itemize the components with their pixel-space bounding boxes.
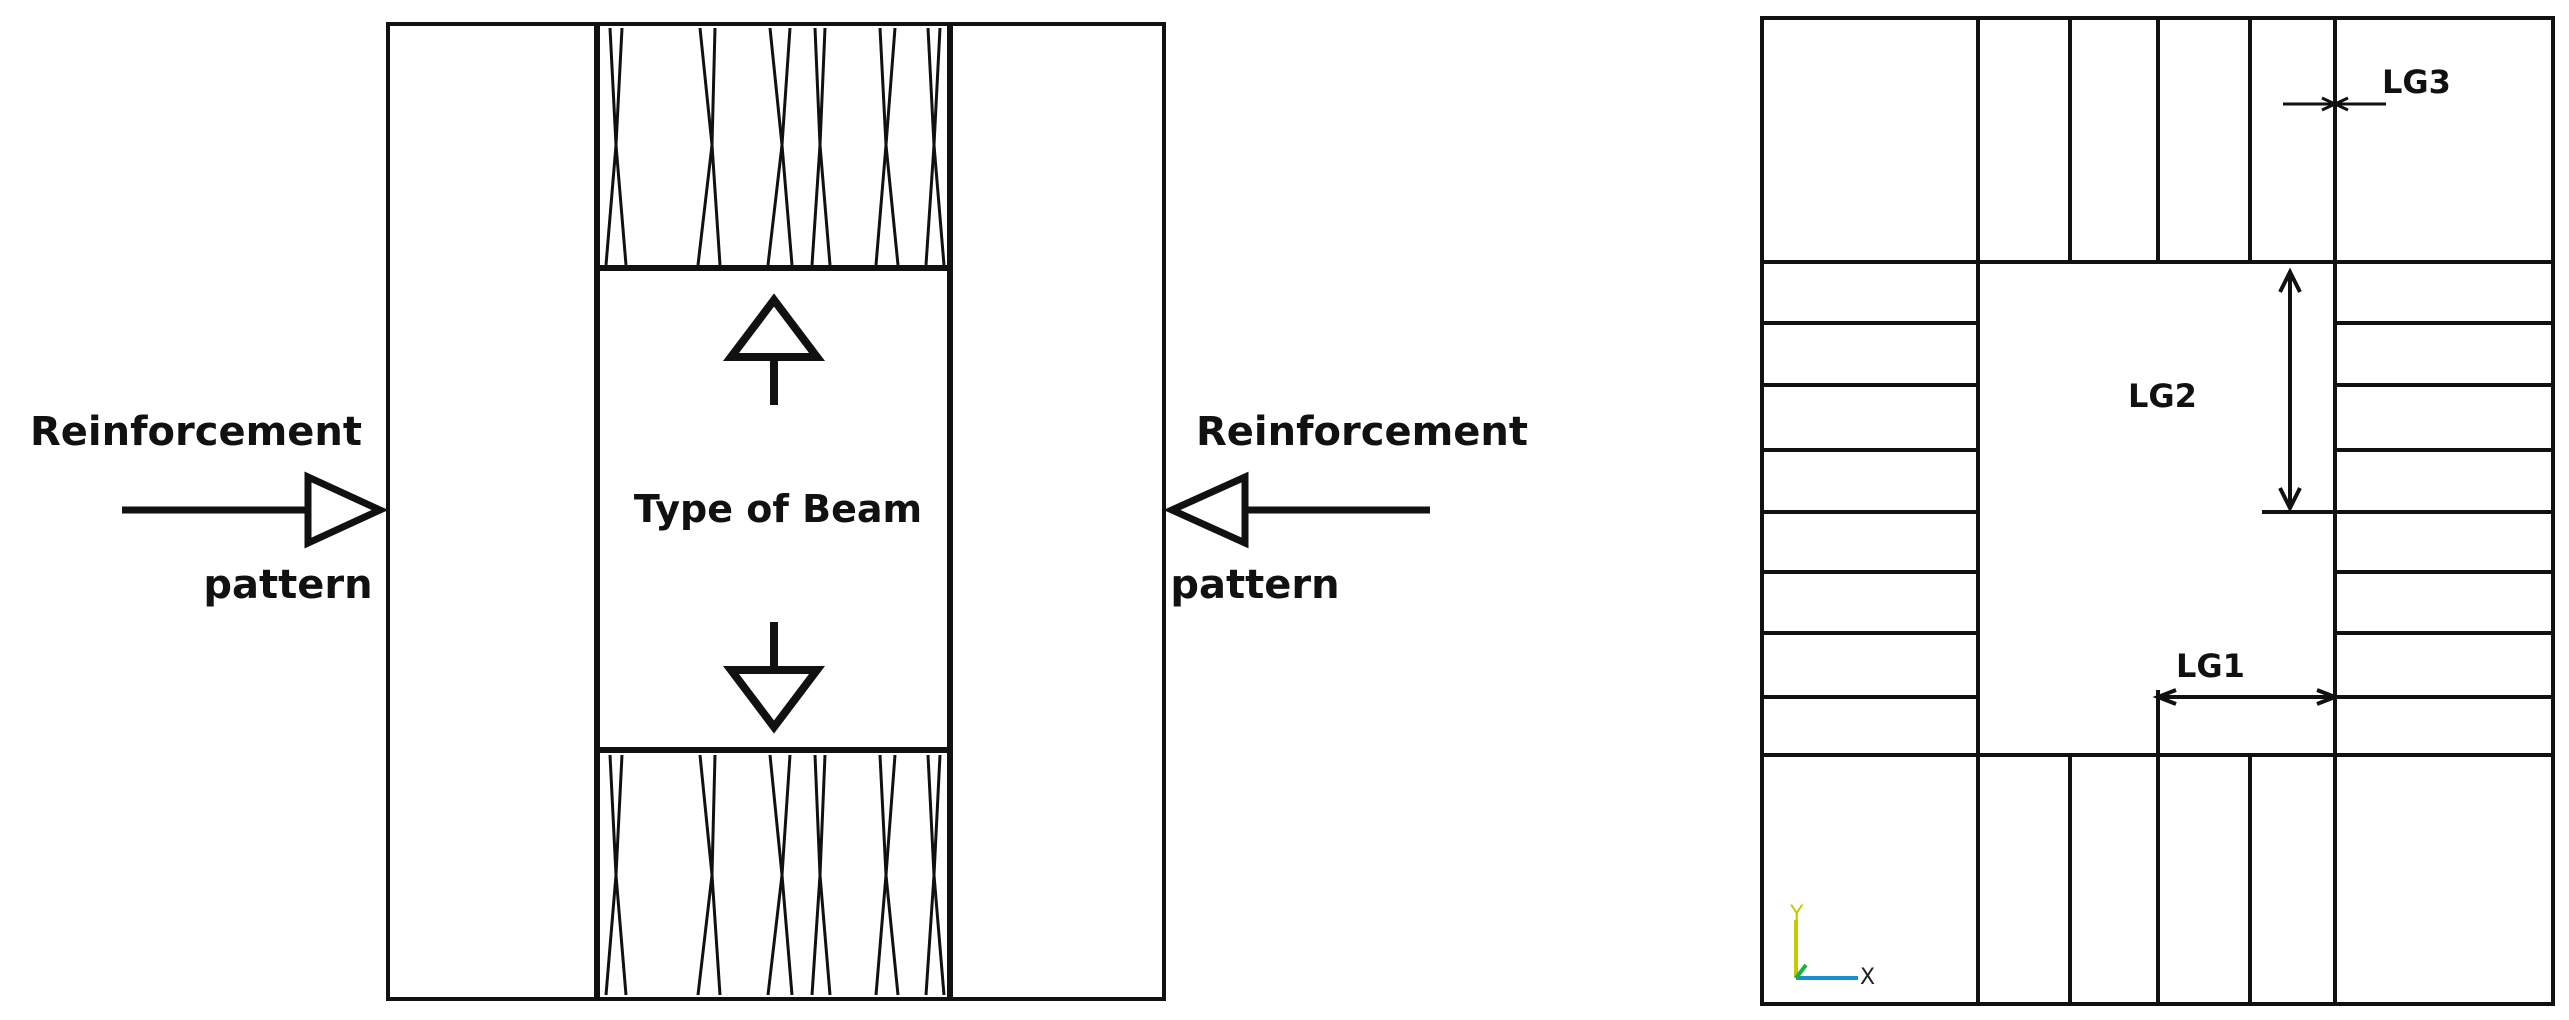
lg1-label: LG1 — [2176, 647, 2245, 685]
up-arrow-icon — [722, 293, 826, 405]
vertical-strips-top — [2068, 18, 2252, 262]
lg3-label: LG3 — [2382, 63, 2451, 101]
lg1-dimension-marker — [2152, 688, 2341, 755]
axis-triad-icon — [1794, 920, 1858, 980]
outer-frame — [386, 22, 1166, 1001]
down-arrow-icon — [722, 622, 826, 734]
lg2-dimension-marker — [2262, 267, 2335, 514]
horizontal-strips-left — [1762, 321, 1978, 699]
zigzag-pattern-top — [604, 27, 946, 266]
right-pattern-label: pattern — [1170, 562, 1339, 608]
beam-type-label: Type of Beam — [634, 487, 922, 531]
lg2-label: LG2 — [2128, 377, 2197, 415]
left-reinforcement-label: Reinforcement — [30, 409, 362, 455]
z-axis-line — [1794, 963, 1808, 980]
left-diagram — [122, 22, 1430, 1001]
axis-x-label: X — [1860, 965, 1875, 990]
axis-y-label: Y — [1789, 902, 1804, 927]
right-reinforcement-label: Reinforcement — [1196, 409, 1528, 455]
right-diagram — [1760, 16, 2555, 1006]
horizontal-strips-right — [2335, 321, 2553, 699]
lg3-dimension-marker — [2283, 96, 2386, 112]
right-reinforcement-arrow-icon — [1163, 471, 1430, 549]
left-pattern-label: pattern — [203, 562, 372, 608]
left-reinforcement-arrow-icon — [122, 471, 389, 549]
vertical-strips-bottom — [2068, 755, 2252, 1004]
zigzag-pattern-bottom — [604, 754, 946, 996]
